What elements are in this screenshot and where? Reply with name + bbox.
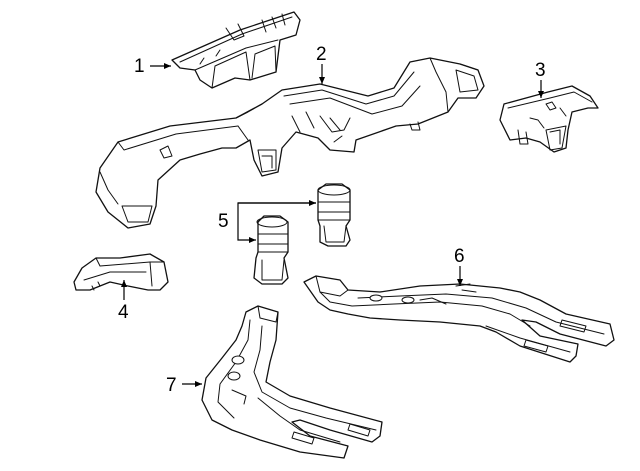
- callout-6-label: 6: [454, 246, 465, 267]
- callout-7-label: 7: [166, 375, 177, 396]
- callout-4-label: 4: [118, 302, 129, 323]
- callout-4: 4: [118, 280, 129, 323]
- part-2-main-duct: [95, 57, 485, 229]
- part-1-defroster-outlet: [171, 11, 301, 89]
- part-6-rear-floor-duct: [303, 275, 615, 363]
- part-3-side-outlet-duct: [499, 85, 599, 153]
- callout-1-label: 1: [134, 56, 145, 77]
- part-4-floor-outlet: [73, 253, 169, 291]
- callout-1: 1: [134, 56, 171, 77]
- callout-6: 6: [454, 246, 465, 286]
- part-5-vent-adapters: [253, 183, 351, 285]
- callout-2: 2: [316, 44, 327, 84]
- callout-3: 3: [535, 60, 546, 98]
- callout-5: 5: [218, 200, 316, 243]
- callout-3-label: 3: [535, 60, 546, 81]
- callout-5-label: 5: [218, 211, 229, 232]
- callout-7: 7: [166, 375, 202, 396]
- callout-2-label: 2: [316, 44, 327, 65]
- part-7-front-floor-duct: [201, 305, 383, 459]
